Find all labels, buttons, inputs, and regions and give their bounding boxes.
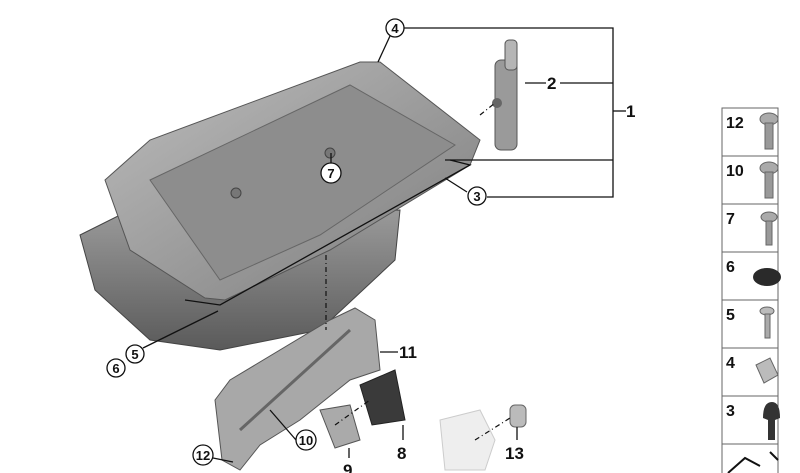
arrow-icon	[727, 451, 779, 473]
bracket-part	[319, 404, 361, 449]
callout-10-circle	[295, 429, 317, 451]
callout-3: 3	[473, 189, 480, 204]
callout-4-circle	[385, 18, 405, 38]
callout-7: 7	[327, 166, 334, 181]
callout-7-circle	[320, 162, 342, 184]
callout-12-circle	[192, 444, 214, 466]
clip-nut-icon	[755, 357, 779, 384]
lock-housing-part	[439, 409, 496, 471]
callout-5-circle	[125, 344, 145, 364]
damper-part	[492, 39, 518, 151]
cap-icon	[753, 268, 781, 286]
legend-label-3: 3	[726, 403, 735, 420]
callout-2: 2	[547, 74, 556, 93]
screw-icon	[759, 306, 775, 339]
latch-mechanism	[214, 307, 381, 471]
screw-icon	[759, 161, 779, 199]
callout-4: 4	[391, 21, 399, 36]
callout-6-circle	[106, 358, 126, 378]
legend-label-4: 4	[726, 355, 735, 372]
release-button-part	[359, 369, 406, 426]
legend-label-10: 10	[726, 163, 744, 180]
callout-9: 9	[343, 461, 352, 473]
callout-1: 1	[626, 102, 635, 121]
screw-icon	[759, 112, 779, 150]
callout-6: 6	[112, 361, 119, 376]
callout-12: 12	[196, 448, 210, 463]
legend-label-5: 5	[726, 307, 735, 324]
callout-3-circle	[467, 186, 487, 206]
glovebox-housing	[79, 61, 481, 351]
callout-8: 8	[397, 444, 406, 463]
leader-lines	[142, 27, 626, 463]
callout-13: 13	[505, 444, 524, 463]
callout-10: 10	[299, 433, 313, 448]
lock-cylinder-part	[509, 404, 527, 428]
screw-icon	[760, 211, 778, 246]
legend-label-12: 12	[726, 115, 744, 132]
callout-5: 5	[131, 347, 138, 362]
legend-label-6: 6	[726, 259, 735, 276]
fastener-legend-panel: 12 10 7 6 5 4 3	[721, 107, 781, 473]
callout-11: 11	[399, 343, 417, 362]
rubber-buffer-icon	[763, 402, 780, 440]
legend-label-7: 7	[726, 211, 735, 228]
